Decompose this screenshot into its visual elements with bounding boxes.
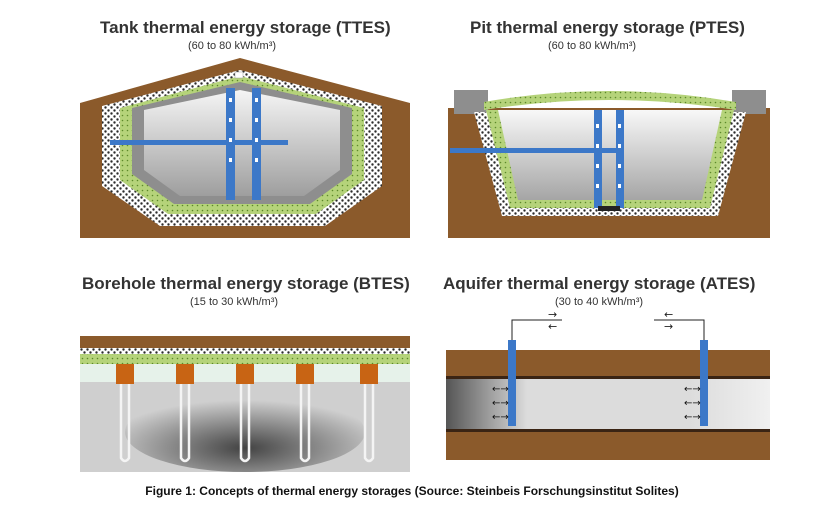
svg-text:←→: ←→ [684, 384, 701, 395]
cold-well [700, 340, 708, 426]
edge-block-right [732, 90, 766, 114]
edge-block-left [454, 90, 488, 114]
svg-text:←→: ←→ [492, 412, 509, 423]
borehole-head [360, 364, 378, 384]
warm-well [508, 340, 516, 426]
ates-title: Aquifer thermal energy storage (ATES) [443, 274, 756, 293]
flow-arrow-right-return: → [664, 320, 673, 333]
insulation-layer [80, 354, 410, 364]
figure-caption: Figure 1: Concepts of thermal energy sto… [145, 484, 679, 498]
borehole-head [176, 364, 194, 384]
water-volume [498, 110, 722, 200]
inlet-pipe [110, 140, 288, 145]
ates-diagram: → ← ← → ←→ ←→ ←→ ←→ ←→ ←→ [446, 310, 770, 460]
borehole-u-tube [363, 384, 375, 463]
surface-pipe-right [654, 319, 705, 344]
ptes-diagram [448, 90, 770, 238]
gravel-layer [80, 348, 410, 354]
borehole-u-tube [299, 384, 311, 463]
lower-soil-layer [446, 430, 770, 460]
diffuser-pipe-right [252, 88, 261, 200]
svg-text:←→: ←→ [684, 398, 701, 409]
ttes-subtitle: (60 to 80 kWh/m³) [188, 40, 277, 52]
borehole-u-tube [239, 384, 251, 463]
borehole-u-tube [179, 384, 191, 463]
borehole-head [116, 364, 134, 384]
btes-diagram [80, 336, 410, 472]
ttes-diagram [80, 58, 410, 238]
surface-pipe-left [511, 319, 562, 344]
flow-arrow-left: → [548, 310, 557, 321]
diffuser-pipe-left [226, 88, 235, 200]
svg-text:←→: ←→ [492, 398, 509, 409]
flow-arrow-left-return: ← [548, 320, 557, 333]
borehole-u-tube [119, 384, 131, 463]
soil-cover [80, 336, 410, 348]
heated-zone [125, 392, 365, 472]
diffuser-pipe-right [616, 110, 624, 208]
flow-arrow-right: ← [664, 310, 673, 321]
ptes-title: Pit thermal energy storage (PTES) [470, 18, 745, 37]
btes-title: Borehole thermal energy storage (BTES) [82, 274, 410, 293]
btes-subtitle: (15 to 30 kWh/m³) [190, 296, 279, 308]
borehole-head [236, 364, 254, 384]
inlet-pipe [450, 148, 620, 153]
svg-text:←→: ←→ [684, 412, 701, 423]
borehole-head [296, 364, 314, 384]
svg-text:←→: ←→ [492, 384, 509, 395]
ttes-title: Tank thermal energy storage (TTES) [100, 18, 391, 37]
diffuser-pipe-left [594, 110, 602, 208]
aquifer-layer [446, 378, 770, 430]
ates-subtitle: (30 to 40 kWh/m³) [555, 296, 644, 308]
ptes-subtitle: (60 to 80 kWh/m³) [548, 40, 637, 52]
upper-soil-layer [446, 350, 770, 378]
lid [484, 91, 736, 110]
